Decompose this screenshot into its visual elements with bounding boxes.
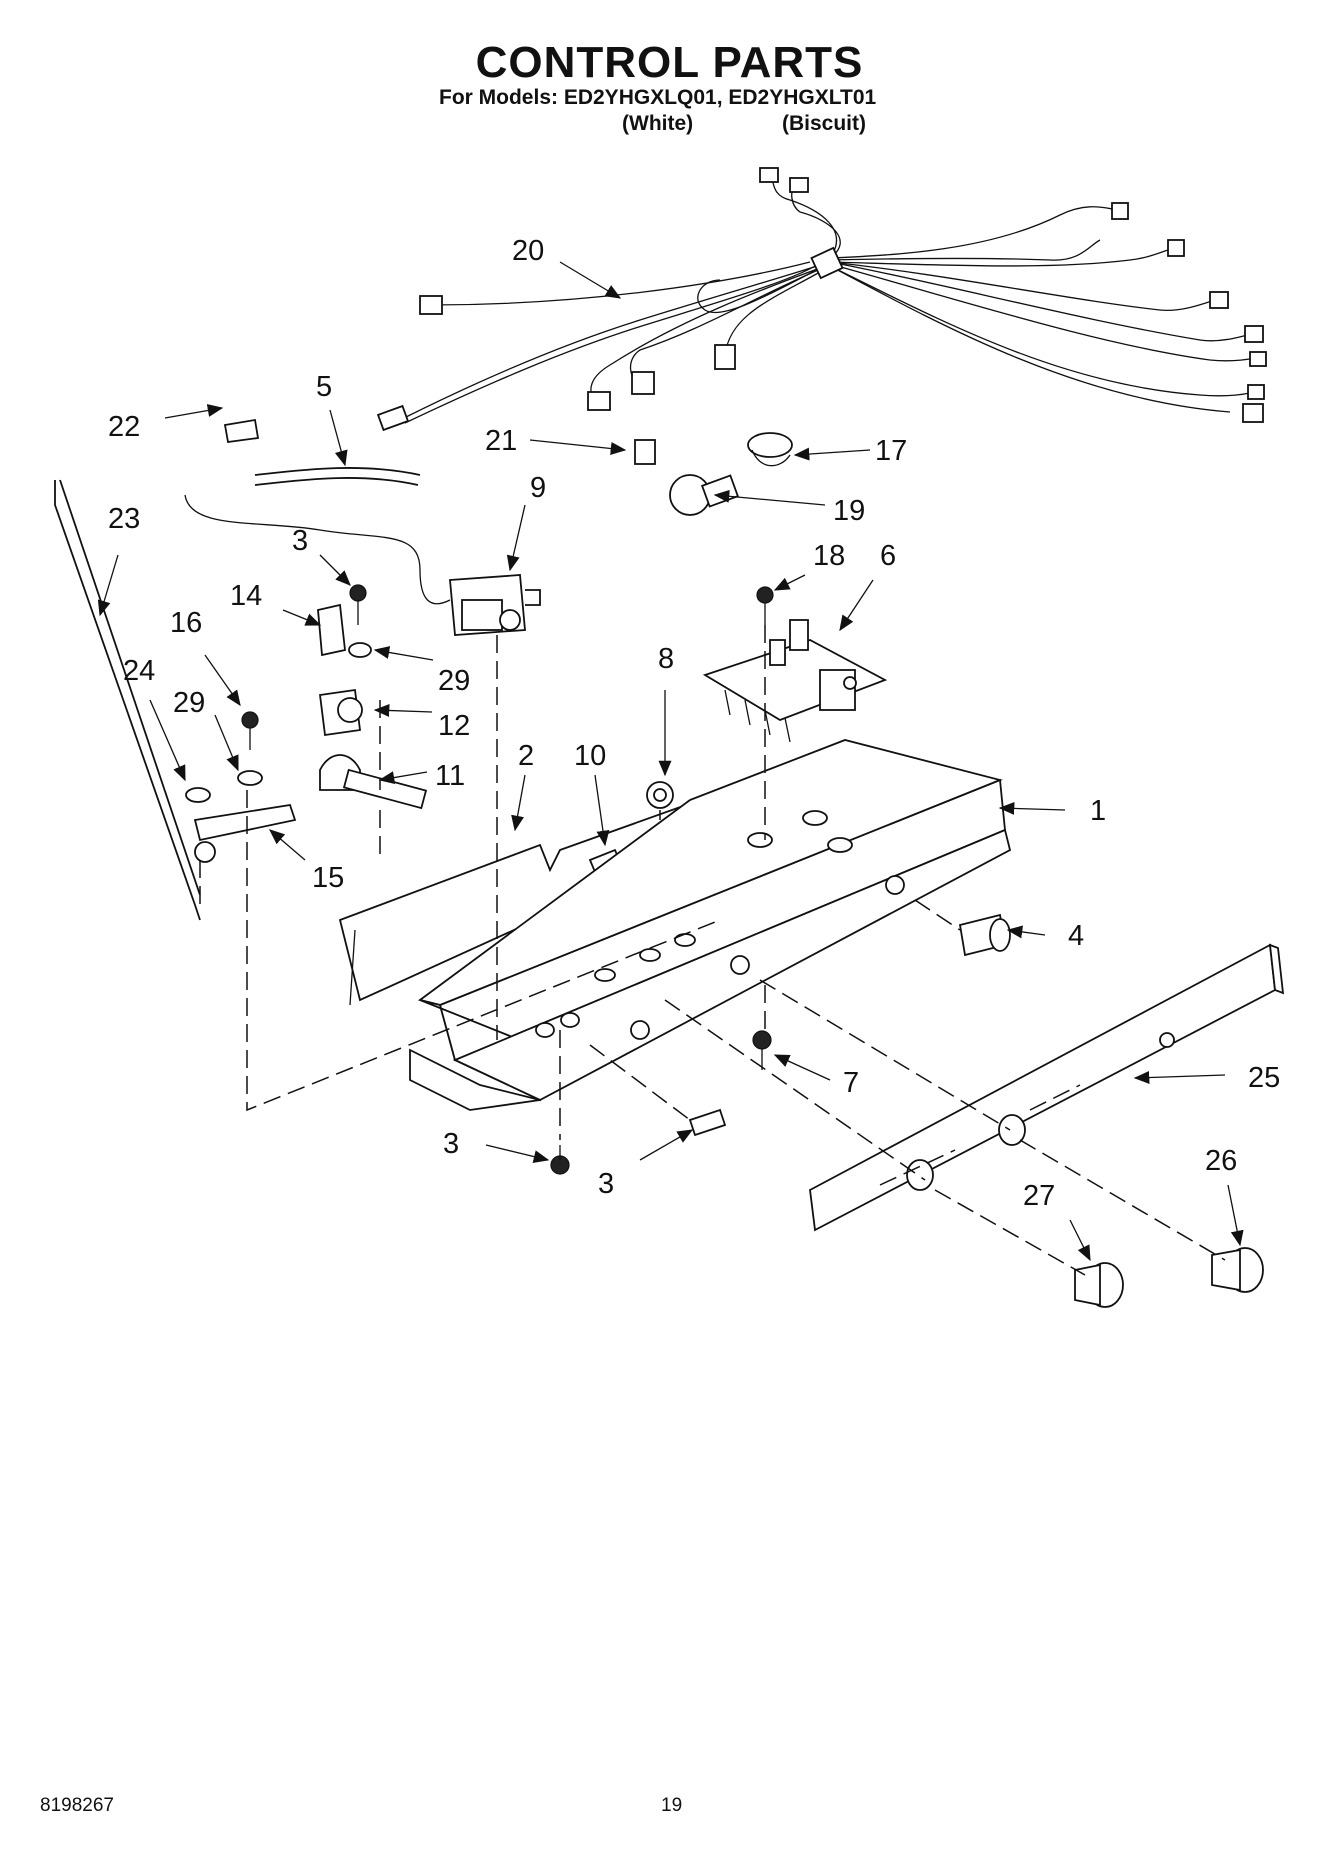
callout-2: 2 <box>518 740 534 772</box>
tube-part <box>254 467 421 476</box>
callout-10: 10 <box>574 740 606 772</box>
callout-21: 21 <box>485 425 517 457</box>
light-fitting <box>634 439 656 465</box>
screw-18 <box>756 586 774 604</box>
actuator-rod <box>54 480 201 921</box>
callout-8: 8 <box>658 643 674 675</box>
callout-9: 9 <box>530 472 546 504</box>
callout-6: 6 <box>880 540 896 572</box>
callout-15: 15 <box>312 862 344 894</box>
callout-3-bottom-right: 3 <box>598 1168 614 1200</box>
wire-harness <box>376 167 1267 432</box>
callout-27: 27 <box>1023 1180 1055 1212</box>
grommet-8 <box>646 781 674 809</box>
callout-1: 1 <box>1090 795 1106 827</box>
doc-number: 8198267 <box>40 1795 114 1816</box>
color-biscuit-label: (Biscuit) <box>782 112 866 135</box>
callout-22: 22 <box>108 411 140 443</box>
callout-11: 11 <box>435 760 465 792</box>
callout-14: 14 <box>230 580 262 612</box>
page-number: 19 <box>661 1795 683 1816</box>
thermostat-part <box>958 913 1011 957</box>
callout-17: 17 <box>875 435 907 467</box>
callout-26: 26 <box>1205 1145 1237 1177</box>
clip-part <box>223 418 260 444</box>
callout-3: 3 <box>292 525 308 557</box>
left-hardware-group <box>185 584 428 863</box>
light-socket <box>747 432 793 467</box>
control-board <box>702 619 888 743</box>
callout-23: 23 <box>108 503 140 535</box>
callout-12: 12 <box>438 710 470 742</box>
callout-20: 20 <box>512 235 544 267</box>
callout-4: 4 <box>1068 920 1084 952</box>
callout-29b: 29 <box>173 687 205 719</box>
knob-27 <box>1074 1262 1124 1308</box>
callout-labels: 20 22 5 21 17 19 9 3 23 14 18 6 29 16 12… <box>108 235 1280 1212</box>
callout-24: 24 <box>123 655 155 687</box>
callout-3-bottom-left: 3 <box>443 1128 459 1160</box>
callout-16: 16 <box>170 607 202 639</box>
callout-7: 7 <box>843 1067 859 1099</box>
callout-19: 19 <box>833 495 865 527</box>
models-line: For Models: ED2YHGXLQ01, ED2YHGXLT01 <box>439 86 877 109</box>
callout-18: 18 <box>813 540 845 572</box>
color-white-label: (White) <box>622 112 694 135</box>
leader-arrows <box>97 261 1244 1262</box>
assembly-lines <box>199 625 1226 1276</box>
knob-26 <box>1211 1247 1264 1293</box>
callout-25: 25 <box>1248 1062 1280 1094</box>
control-housing <box>409 739 1012 1111</box>
light-bulb <box>669 474 740 516</box>
page-title: CONTROL PARTS <box>475 38 864 87</box>
front-panel <box>809 943 1285 1232</box>
temperature-control <box>184 494 541 636</box>
callout-5: 5 <box>316 371 332 403</box>
screw-3-bottom <box>550 1108 727 1175</box>
callout-29: 29 <box>438 665 470 697</box>
screw-7 <box>752 1030 772 1070</box>
